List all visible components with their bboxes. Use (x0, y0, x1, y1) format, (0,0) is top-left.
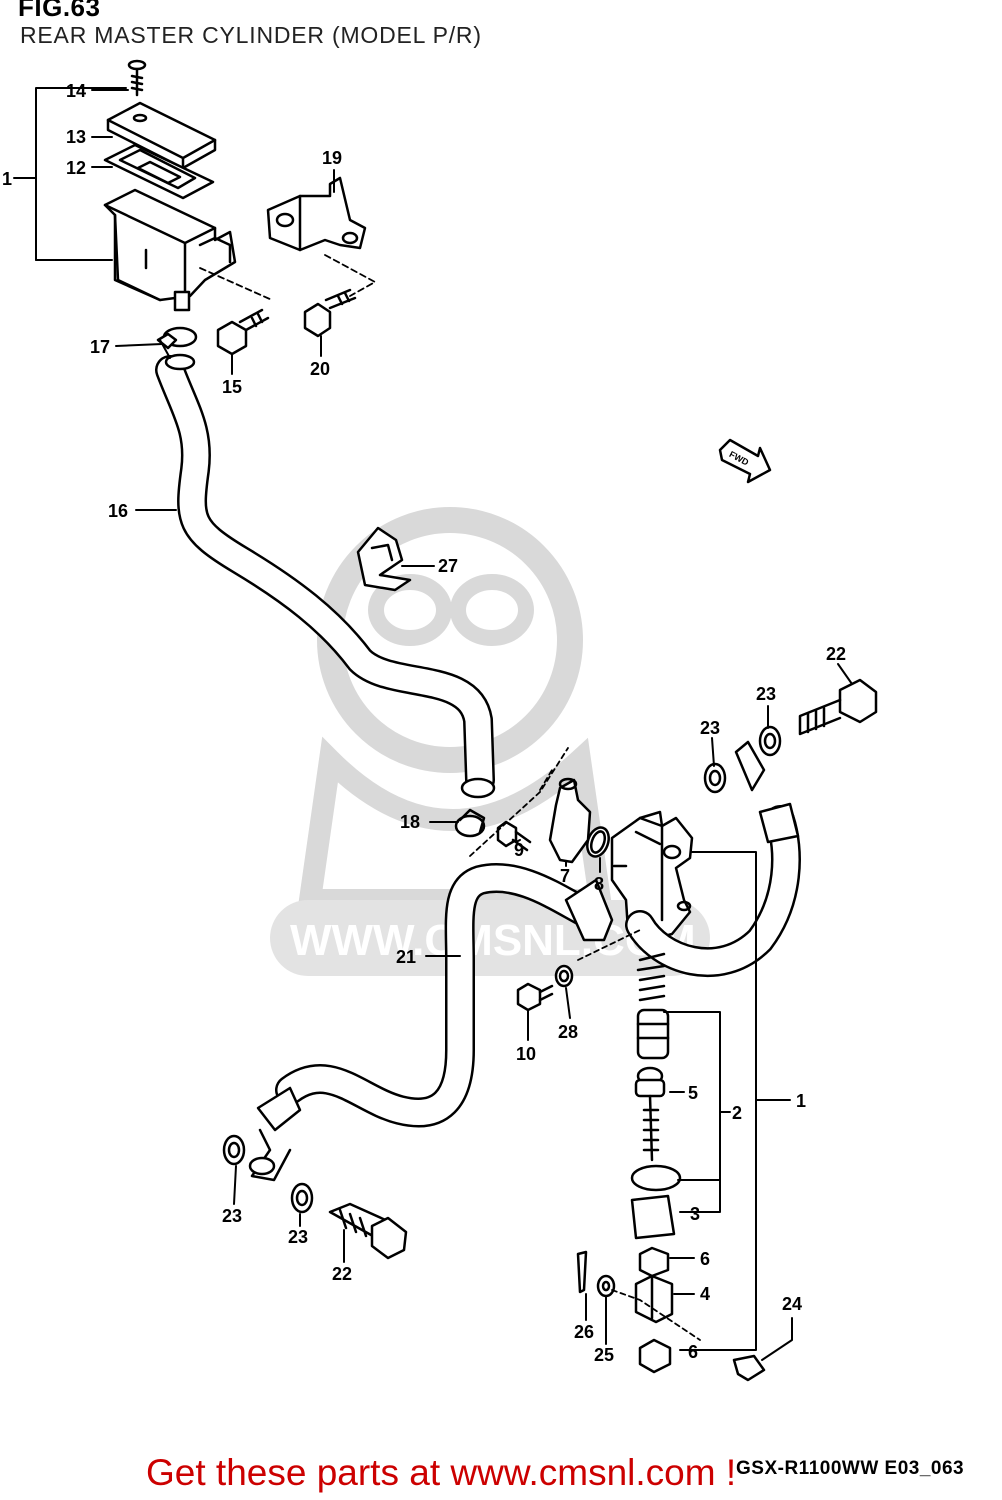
inlet-joint-7 (548, 777, 592, 864)
callout-6-b: 6 (688, 1342, 698, 1362)
callout-8: 8 (594, 874, 604, 894)
reservoir-body (103, 188, 237, 312)
callout-4: 4 (700, 1284, 710, 1304)
nut-6-lower (638, 1338, 672, 1374)
mount-guide-lines (199, 254, 376, 301)
washer-23-top-a (758, 725, 782, 757)
callout-1-top: 1 (2, 169, 12, 189)
callout-17: 17 (90, 337, 110, 357)
washer-25 (596, 1274, 616, 1298)
banjo-bolt-22-bottom (328, 1202, 408, 1260)
callout-23-a: 23 (756, 684, 776, 704)
brake-hose-21 (275, 863, 614, 1128)
washer-23-lower-b (290, 1182, 314, 1214)
boot-3 (630, 1194, 676, 1240)
leader-lines (13, 87, 853, 1361)
bracket-19 (266, 176, 367, 252)
cylinder-guide-line (577, 929, 641, 961)
push-rod-5 (634, 1066, 666, 1162)
washer-23-top-b (703, 762, 727, 794)
callout-20: 20 (310, 359, 330, 379)
clevis-pin-24 (732, 1354, 766, 1382)
callout-27: 27 (438, 556, 458, 576)
callout-22-top: 22 (826, 644, 846, 664)
figure-title: FIG.63 (18, 0, 101, 22)
figure-subtitle: REAR MASTER CYLINDER (MODEL P/R) (20, 22, 482, 48)
callout-13: 13 (66, 127, 86, 147)
reservoir-cap-13 (106, 101, 217, 170)
bolt-20 (303, 288, 357, 338)
promo-banner-text[interactable]: Get these parts at www.cmsnl.com ! (146, 1452, 737, 1493)
callout-22-bottom: 22 (332, 1264, 352, 1284)
washer-28 (554, 964, 574, 988)
callout-2: 2 (732, 1103, 742, 1123)
banjo-bolt-22-top (798, 678, 878, 736)
callout-23-b: 23 (700, 718, 720, 738)
clevis-4 (634, 1274, 674, 1324)
line-art: FWD (13, 59, 878, 1382)
joint-guide-lines (469, 747, 569, 857)
callout-25: 25 (594, 1345, 614, 1365)
callout-21: 21 (396, 947, 416, 967)
callout-26: 26 (574, 1322, 594, 1342)
reservoir-diaphragm-12 (103, 143, 215, 200)
spring (636, 952, 666, 1002)
callout-numbers: 1 14 13 12 19 17 15 20 16 27 22 23 23 18… (2, 81, 846, 1365)
master-cylinder-body (610, 810, 694, 942)
callout-12: 12 (66, 158, 86, 178)
callout-28: 28 (558, 1022, 578, 1042)
model-code-label: GSX-R1100WW E03_063 (736, 1458, 965, 1479)
fwd-arrow-icon: FWD (718, 438, 772, 484)
watermark-mascot-eye-right (450, 574, 534, 646)
callout-19: 19 (322, 148, 342, 168)
piston-assy (636, 1008, 670, 1060)
callout-6-a: 6 (700, 1249, 710, 1269)
hose-clamp-18 (454, 808, 486, 838)
callout-5: 5 (688, 1083, 698, 1103)
banjo-fitting-lower (248, 1086, 302, 1182)
callout-15: 15 (222, 377, 242, 397)
bolt-10 (516, 982, 554, 1012)
callout-7: 7 (560, 866, 570, 886)
washer-23-lower-a (222, 1134, 246, 1166)
callout-1-right: 1 (796, 1091, 806, 1111)
reservoir-screw-14 (127, 59, 147, 97)
callout-14: 14 (66, 81, 86, 101)
hose-clip-27 (356, 526, 412, 592)
callout-9: 9 (514, 840, 524, 860)
callout-24: 24 (782, 1294, 802, 1314)
reservoir-hose-16 (155, 353, 496, 799)
pin-guide-line (611, 1289, 701, 1341)
callout-18: 18 (400, 812, 420, 832)
cotter-pin-26 (576, 1250, 588, 1294)
callout-23-c: 23 (222, 1206, 242, 1226)
circlip (630, 1164, 682, 1192)
callout-3: 3 (690, 1204, 700, 1224)
callout-23-d: 23 (288, 1227, 308, 1247)
callout-10: 10 (516, 1044, 536, 1064)
watermark-mascot-eye-left (368, 574, 452, 646)
bolt-15 (216, 308, 270, 356)
callout-16: 16 (108, 501, 128, 521)
brake-hose-right (625, 740, 801, 978)
nut-6-upper (638, 1246, 670, 1278)
hose-clamp-17 (156, 326, 198, 350)
